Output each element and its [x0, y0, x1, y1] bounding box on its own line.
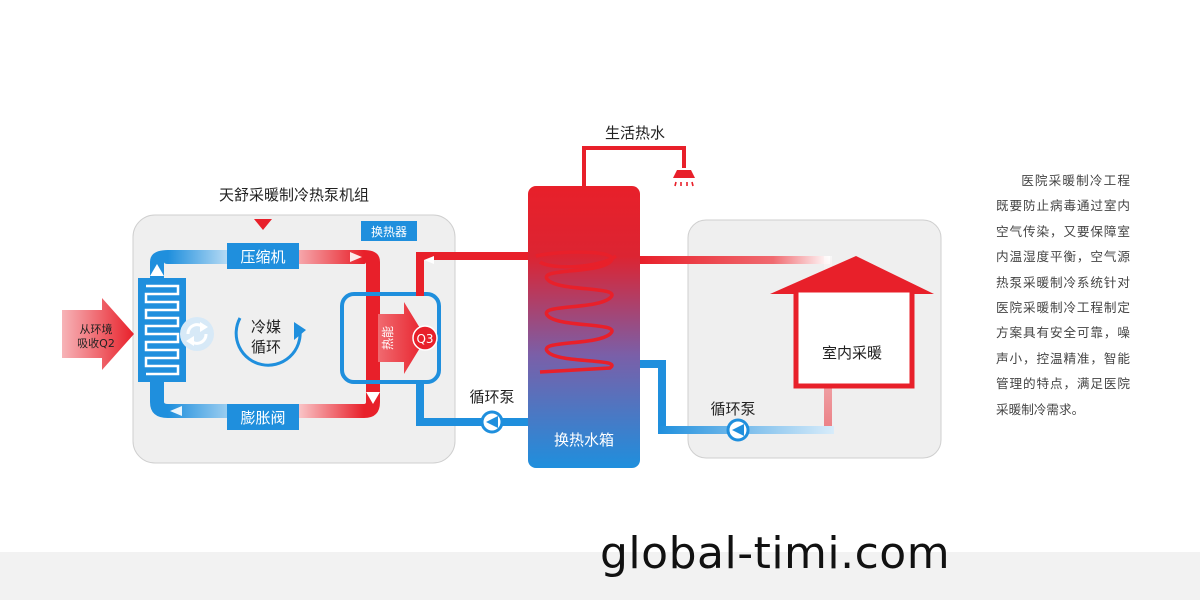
indoor-heating-label: 室内采暖: [822, 344, 882, 362]
pump-right-label: 循环泵: [710, 400, 755, 418]
arrow-up-left-icon: [150, 264, 164, 276]
arrow-right-top-icon: [350, 252, 362, 262]
ambient-label-line2: 吸收Q2: [77, 336, 115, 350]
tank-label: 换热水箱: [554, 431, 614, 449]
hot-water-label: 生活热水: [605, 124, 665, 142]
house-body: [793, 287, 915, 389]
arrow-left-bottom-icon: [170, 406, 182, 416]
house-roof-icon: [770, 256, 934, 294]
heat-exchanger-tag: [361, 221, 417, 241]
footer-band: [0, 552, 1200, 600]
arrow-right-supply-icon: [424, 256, 434, 264]
refrigerant-cycle-line2: 循环: [251, 338, 281, 356]
corner-tr: [364, 250, 380, 264]
hx-return-vertical: [416, 380, 424, 426]
shower-head-icon: [673, 170, 695, 178]
description-text: 医院采暖制冷工程既要防止病毒通过室内空气传染，又要保障室内温湿度平衡，空气源热泵…: [996, 173, 1130, 417]
ambient-arrow-icon: [62, 298, 134, 370]
indoor-hot-pipe: [640, 256, 830, 264]
hx-hot-supply-pipe: [416, 252, 530, 260]
heat-energy-arrow-icon: [378, 302, 426, 374]
expansion-valve-label: 膨胀阀: [240, 409, 285, 427]
arrow-down-right-icon: [366, 392, 380, 404]
unit-title: 天舒采暖制冷热泵机组: [219, 186, 369, 204]
q3-badge: [412, 325, 438, 351]
coil-serpentine: [144, 284, 180, 376]
q3-label: Q3: [416, 332, 433, 346]
corner-br: [364, 402, 380, 418]
heat-exchanger-tag-label: 换热器: [371, 225, 407, 239]
tank-coil: [535, 250, 614, 374]
compressor-input-arrow-icon: [254, 219, 272, 230]
compressor-label: 压缩机: [240, 248, 285, 266]
pump-right-arrow-icon: [732, 424, 744, 436]
indoor-cold-pipe-stub: [640, 360, 662, 368]
hx-cold-return-pipe: [416, 418, 530, 426]
expansion-valve-box: [227, 404, 299, 430]
compressor-box: [227, 243, 299, 269]
dhw-pipe: [582, 146, 686, 150]
dhw-riser: [582, 146, 586, 188]
corner-bl: [150, 402, 168, 418]
refrigerant-cycle-line1: 冷媒: [251, 318, 281, 336]
ambient-label-line1: 从环境: [80, 322, 113, 336]
right-pipe: [366, 262, 380, 402]
corner-tl: [150, 250, 168, 264]
pump-left-arrow-icon: [486, 416, 498, 428]
heat-energy-label: 热能: [381, 326, 395, 350]
cycle-arrow-icon: [234, 317, 302, 367]
site-watermark: global-timi.com: [600, 528, 951, 579]
pump-left-label: 循环泵: [469, 388, 514, 406]
heat-exchange-tank: [528, 186, 640, 468]
heat-exchanger-box: [340, 292, 441, 384]
rotation-bg: [180, 317, 214, 351]
